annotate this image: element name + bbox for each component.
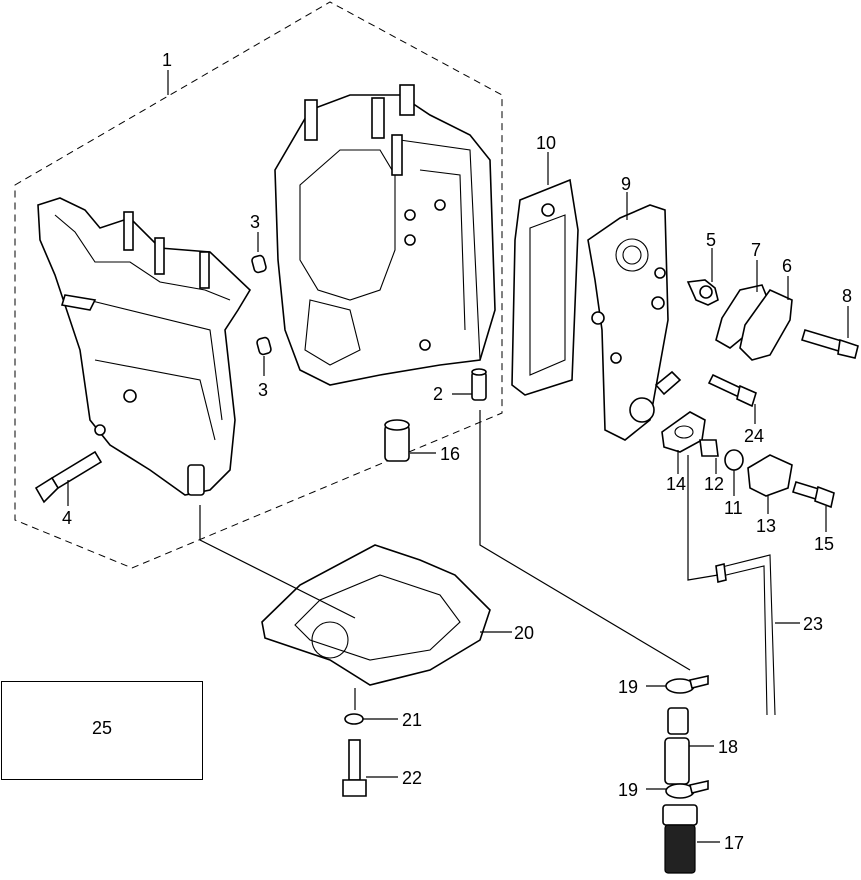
bracket-6	[739, 288, 793, 361]
callout-10: 10	[536, 133, 556, 153]
cylinder-block	[274, 84, 496, 386]
filter-17	[662, 804, 698, 874]
callout-17: 17	[724, 833, 744, 853]
callout-11: 11	[724, 498, 743, 518]
fitting-5	[686, 279, 719, 306]
callout-5: 5	[706, 230, 716, 250]
dowel-pin-lower	[256, 336, 272, 356]
hose-18	[664, 707, 690, 785]
callout-9: 9	[621, 174, 631, 194]
callout-14: 14	[666, 474, 686, 494]
bolt-near-cover	[654, 370, 682, 396]
assembly-boundary-dashed	[14, 1, 503, 569]
bolt-8	[801, 329, 859, 359]
nipple-12	[699, 439, 719, 457]
callout-6: 6	[782, 256, 792, 276]
callout-24: 24	[744, 426, 764, 446]
gasket-14	[661, 411, 706, 453]
fitting-16	[384, 419, 410, 462]
exhaust-cover-9	[587, 204, 669, 441]
callout-7: 7	[751, 240, 761, 260]
hose-23-end	[715, 563, 727, 583]
bolt-22	[342, 739, 367, 797]
hose-23	[717, 554, 776, 716]
callout-16: 16	[440, 444, 460, 464]
washer-21	[344, 713, 364, 725]
callout-19-lower: 19	[618, 780, 638, 800]
bolt-24	[707, 373, 757, 408]
gasket-10	[511, 178, 579, 396]
callout-23: 23	[803, 614, 823, 634]
callout-20: 20	[514, 623, 534, 643]
reference-box-25: 25	[1, 681, 203, 780]
callout-2: 2	[433, 384, 443, 404]
callout-15: 15	[814, 534, 834, 554]
callout-labels: 1 2 3 3 4 5 6 7 8 9 10 11 12 13 14 15 16…	[62, 50, 852, 853]
washer-11	[724, 449, 744, 471]
callout-12: 12	[704, 474, 724, 494]
fitting-2	[471, 368, 487, 401]
callout-21: 21	[402, 710, 422, 730]
callout-3-upper: 3	[250, 212, 260, 232]
callout-18: 18	[718, 737, 738, 757]
callout-19-upper: 19	[618, 677, 638, 697]
leader-lines	[67, 70, 849, 843]
dowel-pin-upper	[251, 254, 267, 274]
callout-22: 22	[402, 768, 422, 788]
base-gasket-20	[261, 544, 491, 686]
block-13	[747, 454, 793, 497]
callout-1: 1	[162, 50, 172, 70]
clip-19-upper	[665, 675, 709, 694]
callout-3-lower: 3	[258, 380, 268, 400]
bolt-15	[792, 480, 835, 509]
callout-4: 4	[62, 508, 72, 528]
callout-8: 8	[842, 286, 852, 306]
crankcase-half	[37, 197, 252, 496]
callout-13: 13	[756, 516, 776, 536]
clip-19-lower	[665, 780, 709, 799]
bolt-4	[34, 450, 103, 504]
callout-25: 25	[91, 718, 113, 738]
